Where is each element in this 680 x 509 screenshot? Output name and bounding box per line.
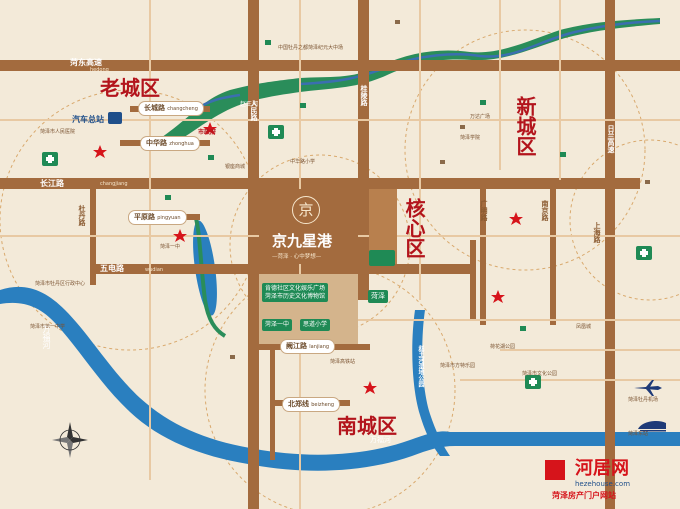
- poi-culture-park: 菏泽市文化公园: [522, 371, 558, 377]
- poi-airport: 菏泽牡丹机场: [628, 397, 659, 403]
- watermark-brand: 河居网: [575, 458, 629, 479]
- river-wanfu-right: 万福河: [370, 436, 391, 444]
- district-core: 核心区: [402, 198, 426, 258]
- poi-lotus-park: 荷花湖公园: [490, 344, 516, 350]
- core-facility-box: 肯德社区文化娱乐广场 菏泽市历史文化博物馆: [262, 283, 329, 302]
- poi-hsr: 菏泽高铁站: [330, 359, 356, 365]
- river-zhaowang: 赵王河: [240, 101, 259, 108]
- bus-icon: [108, 112, 122, 124]
- poi-people-hospital: 菏泽市人民医院: [40, 129, 76, 135]
- road-lanjiang: 阙江路 lanjiang: [280, 339, 336, 354]
- road-renmin: 人民路: [250, 100, 258, 121]
- wanfu-river: [0, 286, 680, 471]
- poi-fangte: 菏泽市方特乐园: [440, 363, 476, 369]
- river-wanfu-left: 万福河: [42, 325, 51, 349]
- facility-square: 肯德社区文化娱乐广场: [265, 285, 326, 292]
- project-slogan: —菏泽 · 心中梦想—: [272, 254, 322, 260]
- poi-mudan-center: 菏泽市牡丹区行政中心: [35, 281, 86, 287]
- hospital-icon: [42, 152, 58, 166]
- poi-no1-middle: 菏泽一中: [160, 244, 181, 250]
- facility-small: [369, 250, 395, 266]
- train-icon: [638, 421, 666, 432]
- river-park-label: 赵王河湿地公园: [417, 345, 424, 387]
- bus-station-label: 汽车总站: [72, 115, 104, 124]
- poi-heze-college: 菏泽学院: [460, 135, 481, 141]
- road-zhonghua: 中华路 zhonghua: [140, 136, 200, 151]
- watermark-site: hezehouse.com: [575, 480, 631, 488]
- star-markers: [93, 122, 523, 394]
- project-logo: 京: [292, 196, 320, 224]
- airplane-icon: [634, 380, 662, 396]
- road-wudian: 五电路: [100, 264, 124, 273]
- poi-zhonghua-school: 中华路小学: [290, 159, 316, 165]
- project-name: 京九星港: [272, 232, 333, 250]
- road-changjiang: 长江路: [40, 179, 64, 188]
- road-guangming: 广明路: [480, 200, 488, 221]
- facility-heze: 菏泽: [368, 290, 388, 303]
- road-dadan: 杜丹路: [78, 205, 86, 226]
- hospital-icon: [525, 375, 541, 389]
- road-wudian-en: wudian: [145, 267, 164, 273]
- watermark-tagline: 菏泽房产门户网站: [552, 491, 616, 500]
- district-new-city: 新城区: [513, 96, 537, 156]
- road-shanghai: 上海路: [593, 222, 601, 243]
- river-canal: [412, 310, 450, 456]
- road-beizheng: 北郑线 beizheng: [282, 397, 341, 412]
- district-old-city: 老城区: [100, 76, 160, 100]
- road-changjiang-en: changjiang: [100, 181, 128, 187]
- compass: [52, 422, 88, 458]
- facility-school: 菏泽一中: [262, 319, 293, 331]
- park-strip: [150, 78, 300, 150]
- poi-fenghuang: 凤凰城: [576, 324, 592, 330]
- facility-museum: 菏泽市历史文化博物馆: [265, 292, 326, 300]
- facility-primary: 思道小学: [300, 319, 331, 331]
- hospital-icon: [268, 125, 284, 139]
- district-south-city: 南城区: [337, 414, 397, 438]
- poi-east-station: 菏泽东站: [628, 431, 649, 437]
- road-hedong-en: hedong: [90, 67, 109, 73]
- road-nanjing: 南京路: [541, 200, 549, 221]
- poi-wanda: 万达广场: [470, 114, 491, 120]
- poi-heze-first: 菏泽市第一中学: [30, 324, 66, 330]
- road-rilan: 日兰高速: [607, 125, 615, 153]
- poi-peony-plaza: 中国牡丹之都菏泽纪元大中场: [278, 45, 344, 51]
- road-pingyuan: 平原路 pingyuan: [128, 210, 187, 225]
- city-hall-label: 市政府: [198, 129, 217, 136]
- road-guiling: 桂陵路: [360, 85, 368, 106]
- hospital-icon: [636, 246, 652, 260]
- watermark-logo-icon: [545, 460, 565, 480]
- road-hedong: 菏东高速: [70, 58, 102, 67]
- road-changcheng: 长城路 changcheng: [138, 101, 204, 116]
- poi-yinzuo: 银座商城: [225, 164, 246, 170]
